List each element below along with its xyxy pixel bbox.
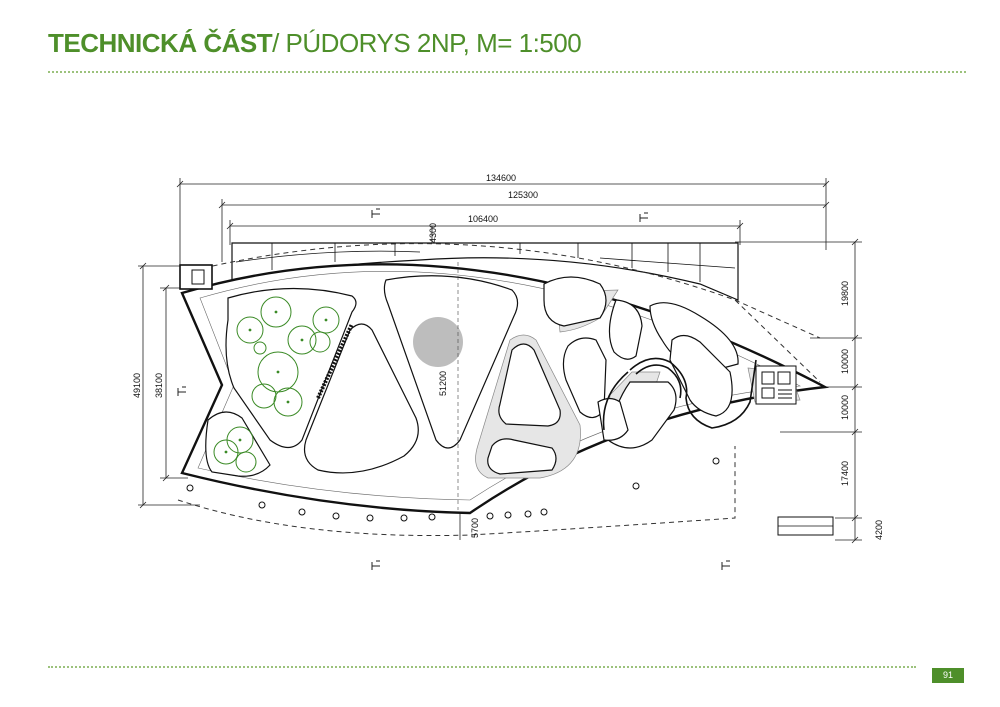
section-markers [177,208,730,570]
plaza-circle [413,317,463,367]
island-shapes [205,275,739,477]
dim-right-3: 10000 [840,395,850,420]
curved-walls [602,357,757,431]
dim-right-2: 10000 [840,349,850,374]
tree-trunks [224,310,328,454]
dim-left-outer: 49100 [132,373,142,398]
service-core [755,365,797,405]
bottom-divider [48,666,916,668]
dim-top-overall: 134600 [486,173,516,183]
dim-right-5: 4200 [874,520,884,540]
dim-left-inner: 38100 [154,373,164,398]
columns [186,457,720,522]
dim-right-4: 17400 [840,461,850,486]
tree-canopies [213,296,340,473]
dim-bottom-center: 5700 [470,518,480,538]
top-divider [48,71,966,73]
dim-top-small: 4300 [428,223,438,243]
page-number: 91 [932,668,964,683]
title-bold: TECHNICKÁ ČÁST [48,28,273,58]
title-rest: / PÚDORYS 2NP, M= 1:500 [272,28,582,58]
dim-center-vertical: 51200 [438,371,448,396]
page-title: TECHNICKÁ ČÁST/ PÚDORYS 2NP, M= 1:500 [48,28,582,59]
dim-top-second: 125300 [508,190,538,200]
dim-right-1: 19800 [840,281,850,306]
dim-top-third: 106400 [468,214,498,224]
